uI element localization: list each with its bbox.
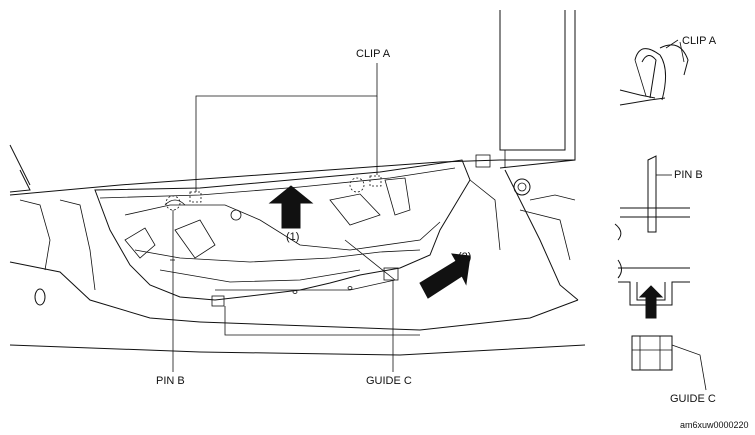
removal-arrow-2 [419, 253, 471, 299]
detail-pin-b-label: PIN B [674, 169, 703, 181]
pin-b-detail: PIN B [614, 155, 703, 241]
detail-clip-a-label: CLIP A [682, 35, 717, 47]
location-markers [165, 154, 491, 307]
step-2-label: (2) [458, 251, 471, 263]
guide-c-label: GUIDE C [366, 375, 412, 387]
figure-code: am6xuw0000220 [680, 420, 749, 430]
step-1-label: (1) [286, 231, 299, 243]
leader-lines [170, 63, 420, 372]
guide-c-detail: GUIDE C [617, 259, 716, 405]
detail-guide-c-label: GUIDE C [670, 393, 716, 405]
removal-arrow-1 [268, 185, 314, 229]
cover-panel [94, 159, 471, 301]
clip-a-label: CLIP A [356, 48, 391, 60]
vehicle-body-outline [9, 10, 586, 356]
pin-b-label: PIN B [156, 375, 185, 387]
clip-a-detail: CLIP A [619, 35, 717, 106]
